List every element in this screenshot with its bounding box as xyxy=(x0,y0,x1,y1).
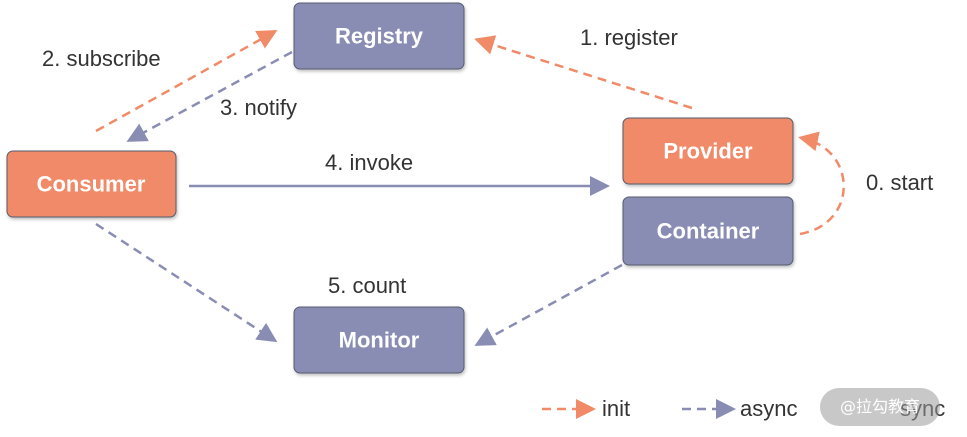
edges xyxy=(95,30,845,346)
registry-node: Registry xyxy=(293,2,465,70)
register-label: 1. register xyxy=(580,25,678,50)
register-edge xyxy=(474,35,693,110)
subscribe-label: 2. subscribe xyxy=(42,46,161,71)
consumer-label: Consumer xyxy=(37,172,146,197)
watermark: @拉勾教育 xyxy=(820,388,940,426)
container-count-edge xyxy=(474,263,623,346)
provider-label: Provider xyxy=(663,139,753,164)
start-edge xyxy=(798,131,845,236)
watermark-text: @拉勾教育 xyxy=(840,397,920,416)
notify-edge xyxy=(126,50,293,142)
consumer-node: Consumer xyxy=(6,150,177,218)
invoke-label: 4. invoke xyxy=(325,150,413,175)
registry-label: Registry xyxy=(335,24,424,49)
legend-async-label: async xyxy=(740,396,797,421)
consumer-count-edge xyxy=(95,222,278,343)
container-label: Container xyxy=(657,219,760,244)
start-label: 0. start xyxy=(866,170,933,195)
container-node: Container xyxy=(622,196,794,266)
notify-label: 3. notify xyxy=(220,95,297,120)
subscribe-edge xyxy=(95,30,278,133)
provider-node: Provider xyxy=(622,117,794,185)
legend-init-label: init xyxy=(602,396,630,421)
watermark-badge xyxy=(820,388,940,426)
nodes: Registry Consumer Provider Container Mon… xyxy=(6,2,794,374)
count-label: 5. count xyxy=(328,273,406,298)
monitor-label: Monitor xyxy=(339,328,420,353)
edge-labels: 1. register 2. subscribe 3. notify 4. in… xyxy=(42,25,933,298)
monitor-node: Monitor xyxy=(293,306,465,374)
